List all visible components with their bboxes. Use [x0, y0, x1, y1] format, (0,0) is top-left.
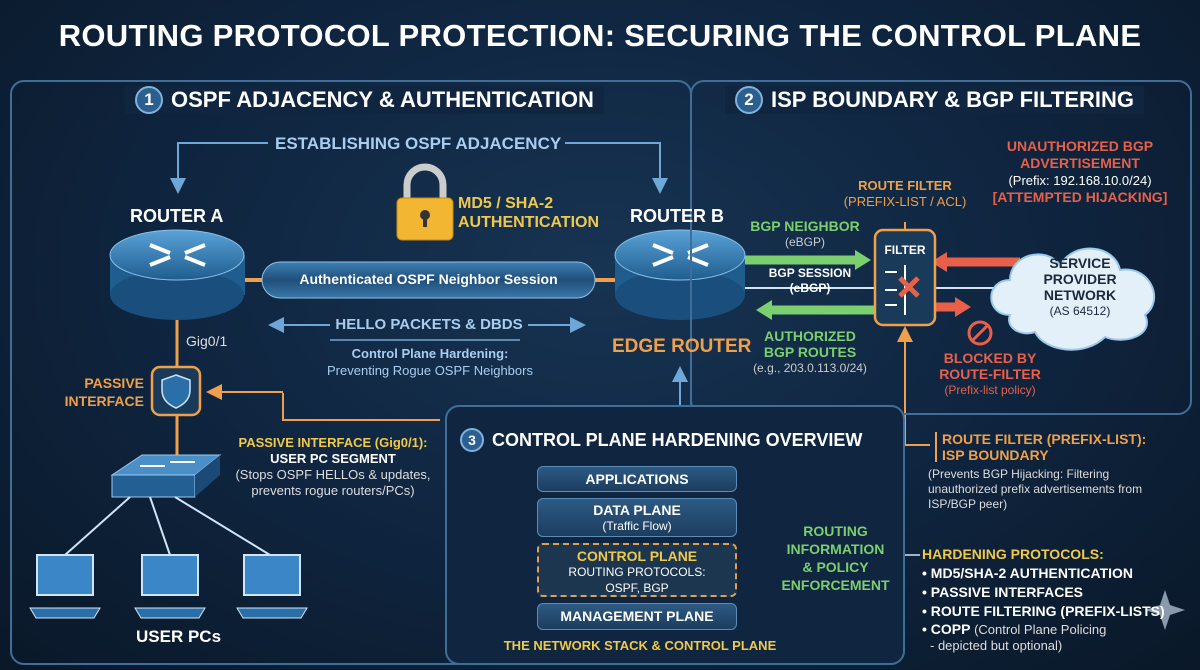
step-number: 3 — [460, 428, 484, 452]
lock-icon — [396, 163, 454, 241]
route-filter-label: ROUTE FILTER(PREFIX-LIST / ACL) — [843, 178, 967, 209]
gig-label: Gig0/1 — [186, 333, 228, 349]
prohibited-icon — [967, 320, 993, 346]
panel1-title: OSPF ADJACENCY & AUTHENTICATION — [171, 87, 594, 112]
step-number: 1 — [135, 86, 163, 114]
block-x-icon — [898, 276, 920, 298]
router-b-label: ROUTER B — [630, 206, 724, 226]
hardening-protocols: HARDENING PROTOCOLS: • MD5/SHA-2 AUTHENT… — [922, 545, 1165, 653]
stack-applications: APPLICATIONS — [537, 466, 737, 492]
router-a-icon — [109, 229, 245, 320]
pc-icon — [236, 554, 308, 619]
copp-desc: (Control Plane Policing — [970, 622, 1107, 637]
hardening-note: Control Plane Hardening:Preventing Rogue… — [327, 346, 533, 378]
user-pcs-label: USER PCs — [136, 627, 222, 646]
passive-note: PASSIVE INTERFACE (Gig0/1):USER PC SEGME… — [235, 435, 431, 498]
hardening-item: • COPP — [922, 621, 971, 637]
adjacency-arrow-left — [170, 142, 268, 194]
step-number: 2 — [735, 86, 763, 114]
panel-bgp — [690, 80, 1192, 415]
hardening-item: • PASSIVE INTERFACES — [922, 584, 1084, 600]
panel1-heading: 1 OSPF ADJACENCY & AUTHENTICATION — [125, 86, 604, 114]
sparkle-icon — [1145, 590, 1185, 630]
filter-label: FILTER — [884, 243, 926, 257]
router-a-label: ROUTER A — [130, 206, 224, 226]
copp-desc: - depicted but optional) — [930, 638, 1063, 653]
hardening-item: • ROUTE FILTERING (PREFIX-LISTS) — [922, 603, 1165, 619]
panel2-heading: 2 ISP BOUNDARY & BGP FILTERING — [725, 86, 1145, 114]
panel2-title: ISP BOUNDARY & BGP FILTERING — [771, 87, 1135, 112]
panel3-heading: 3 CONTROL PLANE HARDENING OVERVIEW — [450, 428, 872, 452]
stack-management-plane: MANAGEMENT PLANE — [537, 603, 737, 630]
router-b-icon — [614, 229, 746, 320]
shield-icon — [161, 374, 191, 409]
route-filter-note-title: ROUTE FILTER (PREFIX-LIST):ISP BOUNDARY — [942, 431, 1147, 463]
establishing-label: ESTABLISHING OSPF ADJACENCY — [275, 134, 562, 153]
cloud-icon — [990, 247, 1156, 351]
pc-icon — [134, 554, 206, 619]
switch-icon — [110, 454, 222, 498]
adjacency-arrow-right — [565, 142, 668, 194]
bgp-session-label: BGP SESSION(eBGP) — [768, 266, 852, 295]
session-label: Authenticated OSPF Neighbor Session — [299, 271, 558, 287]
page-title: ROUTING PROTOCOL PROTECTION: SECURING TH… — [58, 18, 1142, 53]
pc-icon — [29, 554, 101, 619]
hello-label: HELLO PACKETS & DBDS — [335, 316, 523, 333]
hardening-item: • MD5/SHA-2 AUTHENTICATION — [922, 565, 1134, 581]
ospf-session-tube — [261, 261, 596, 299]
bgp-neighbor-label: BGP NEIGHBOR(eBGP) — [750, 218, 860, 249]
hardening-title: HARDENING PROTOCOLS: — [922, 546, 1104, 562]
stack-data-plane: DATA PLANE(Traffic Flow) — [537, 498, 737, 537]
edge-router-label: EDGE ROUTER — [612, 336, 752, 357]
panel3-title: CONTROL PLANE HARDENING OVERVIEW — [492, 429, 863, 450]
stack-caption: THE NETWORK STACK & CONTROL PLANE — [503, 638, 777, 653]
